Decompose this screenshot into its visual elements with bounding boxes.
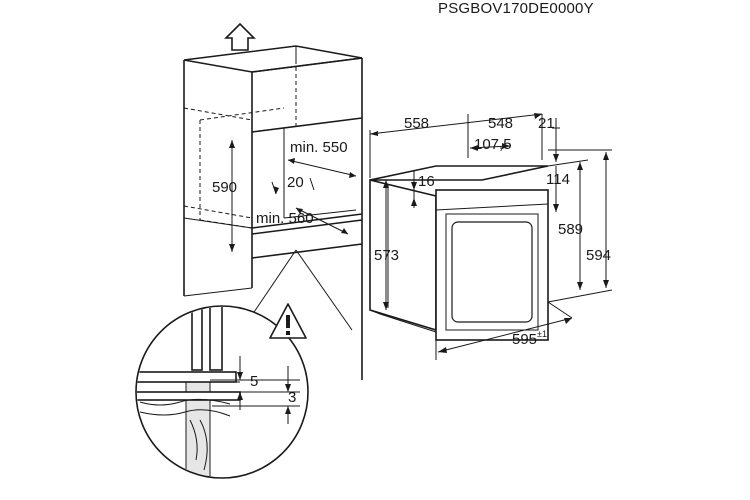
detail-gap-top-label: 5 [250,373,258,390]
detail-gap-bottom-label: 3 [288,389,296,406]
oven-body-height-label: 573 [374,247,399,264]
cabinet-min-depth-label: min. 560 [256,210,314,227]
oven-width-label: 595±1 [512,329,547,348]
oven-top-offset-label: 16 [418,173,435,190]
oven-dimensions [369,113,613,360]
oven-inner-height-label: 589 [558,221,583,238]
up-arrow-icon [224,22,256,51]
cabinet-dimensions [229,140,357,252]
cabinet-gap-label: 20 [287,174,304,191]
warning-icon [269,303,307,339]
oven-panel-depth-label: 107,5 [474,136,512,153]
cabinet-height-label: 590 [212,179,237,196]
oven-overall-height-label: 594 [586,247,611,264]
oven-width-tolerance: ±1 [537,329,547,339]
detail-circle [135,249,353,479]
oven-overall-depth-label: 558 [404,115,429,132]
cabinet-min-width-label: min. 550 [290,139,348,156]
oven-body-depth-label: 548 [488,115,513,132]
cabinet [183,45,363,380]
model-code: PSGBOV170DE0000Y [438,0,594,17]
oven [369,165,549,341]
oven-width-value: 595 [512,331,537,348]
oven-door-thickness-label: 21 [538,115,555,132]
oven-panel-height-label: 114 [546,171,570,188]
